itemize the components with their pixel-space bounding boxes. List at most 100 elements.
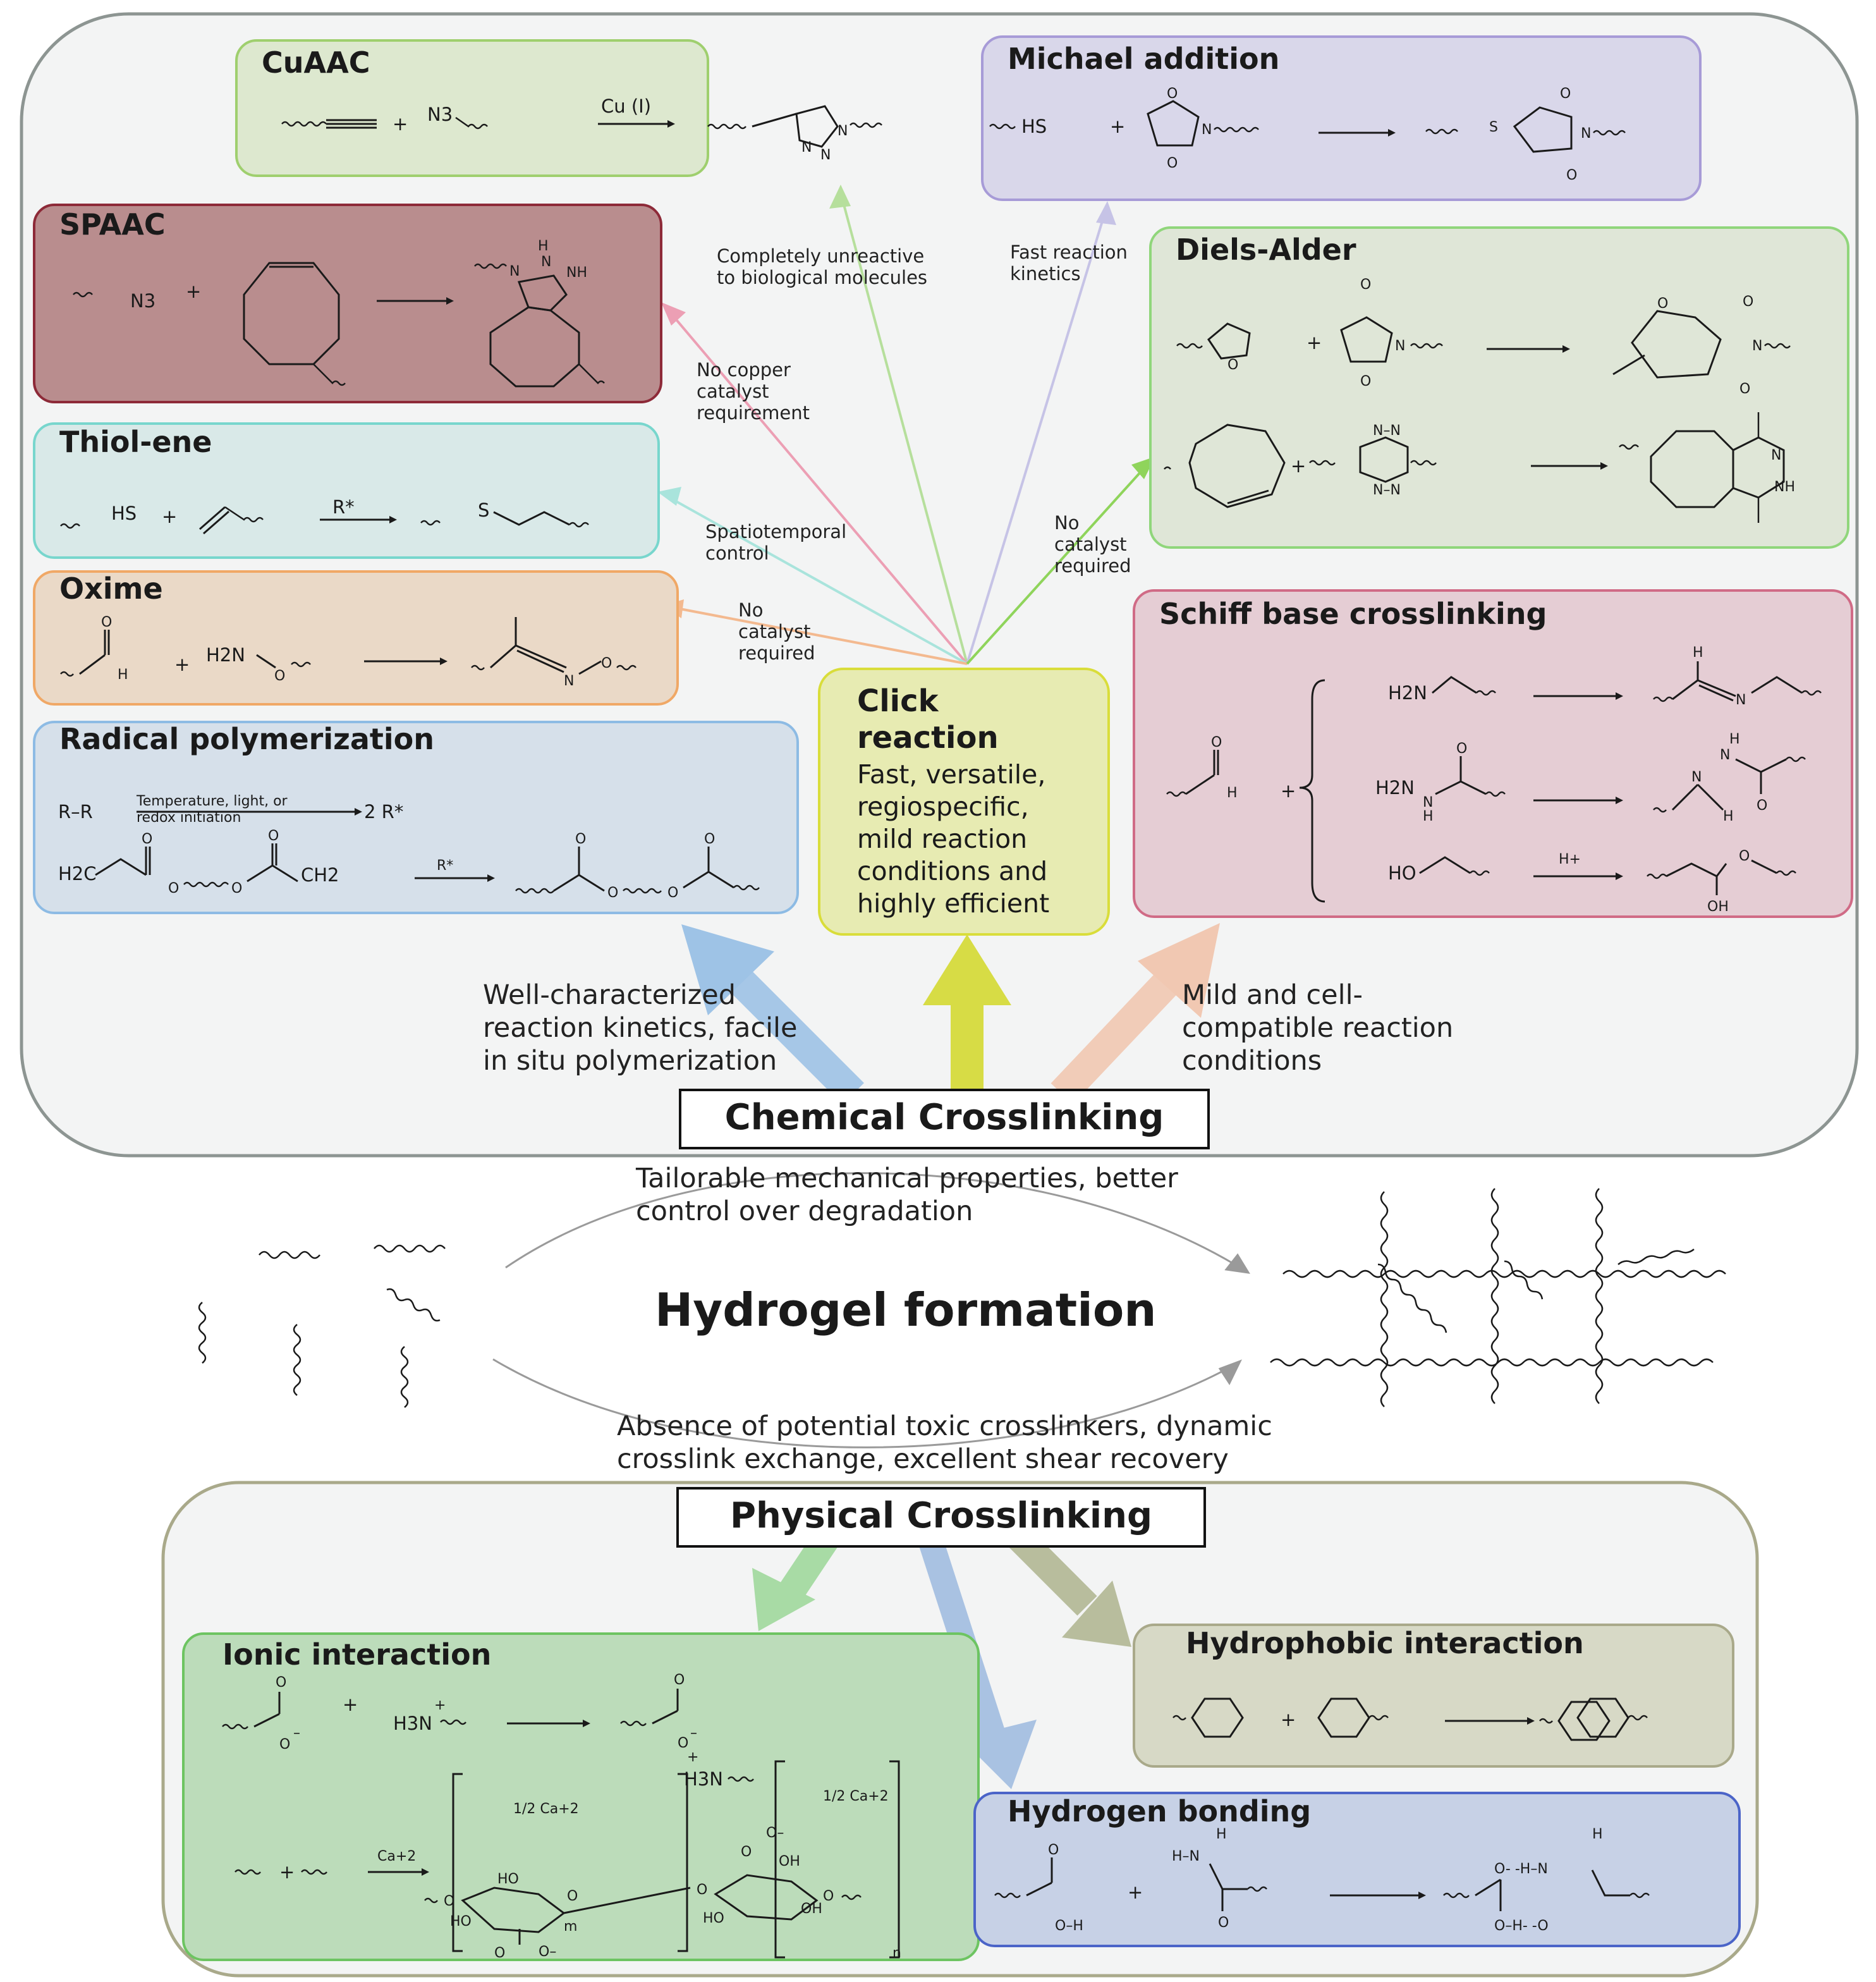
svg-text:+: + [1281,780,1296,802]
michael-s: S [1489,119,1498,135]
hbond-o1: O [1048,1842,1059,1858]
spaac-title: SPAAC [59,207,166,242]
svg-text:O: O [1360,277,1371,293]
ionic-oh-2: OH [801,1901,822,1917]
radical-reagent: R* [437,858,453,874]
svg-text:+: + [687,1749,698,1765]
svg-text:O: O [1560,86,1571,102]
svg-text:O: O [704,831,715,847]
click-arrows [657,185,1155,665]
radical-title: Radical polymerization [59,722,435,756]
hydrogel-formation-title: Hydrogel formation [655,1283,1157,1337]
svg-text:+: + [174,654,190,675]
hbond-h2: H [1592,1826,1603,1842]
click-description: Fast, versatile, regiospecific, mild rea… [857,759,1050,919]
schiff-scheme: O H + H2N H N H2N NH O H NNH O HO [1166,645,1822,915]
label-radical-arrow: Well-characterized reaction kinetics, fa… [483,979,798,1077]
oxime-n: N [564,673,574,689]
spaac-nh: NH [566,265,587,281]
svg-text:O: O [1566,168,1577,183]
schiff-acid: H+ [1559,852,1581,867]
svg-text:O: O [1360,374,1371,389]
svg-text:+: + [393,113,408,135]
label-diels: No catalyst required [1054,512,1131,577]
click-title: Click reaction [857,683,999,755]
radical-conditions-line1: Temperature, light, or [136,793,288,809]
svg-text:N: N [1720,747,1730,763]
radical-panel: Radical polymerization R–R Temperature, … [33,721,799,914]
svg-text:O: O [741,1844,752,1860]
hbond-h1: H [1216,1826,1227,1842]
svg-text:+: + [1306,332,1322,353]
schiff-panel: Schiff base crosslinking O H + H2N H N H… [1133,589,1853,918]
hbond-panel: Hydrogen bonding O O–H + H–N H O O- -H–N… [973,1792,1741,1947]
cuaac-panel: CuAAC + N3 Cu (I) [235,39,709,177]
svg-text:O: O [1739,381,1750,397]
svg-text:O: O [1211,735,1222,750]
svg-text:+: + [1281,1709,1296,1730]
svg-text:O: O [1657,296,1668,312]
diels-title: Diels-Alder [1176,233,1356,267]
svg-text:H: H [1423,809,1434,824]
formation-bottom-text: Absence of potential toxic crosslinkers,… [617,1410,1272,1475]
oxime-o1: O [101,615,112,630]
svg-text:H: H [1723,809,1734,824]
label-cuaac: Completely unreactive to biological mole… [717,245,928,288]
click-reaction-box: Click reaction Fast, versatile, regiospe… [818,668,1110,936]
michael-scheme: HS + OON S OON [989,86,1626,183]
schiff-o: O [1739,848,1750,864]
thiolene-reagent: R* [332,496,355,518]
ionic-scheme: OO– + H3N + OO– + H3N + Ca+2 1/2 Ca+2 1/… [222,1672,901,1959]
svg-text:O–: O– [766,1825,784,1841]
schiff-title: Schiff base crosslinking [1159,597,1547,631]
spaac-h: H [538,238,549,254]
michael-hs: HS [1021,116,1047,137]
hydrophobic-panel: Hydrophobic interaction + [1133,1624,1734,1768]
svg-text:O: O [678,1735,688,1751]
label-schiff-arrow: Mild and cell- compatible reaction condi… [1182,979,1454,1077]
ionic-subscript-m: m [564,1919,577,1935]
svg-text:O: O [1167,86,1178,102]
radical-rr: R–R [58,801,93,823]
svg-text:H: H [1693,645,1703,661]
diels-scheme: O + OON O OON + N–NN–N NNH [1164,277,1795,523]
svg-text:O–: O– [539,1944,556,1959]
svg-text:O: O [494,1945,505,1959]
svg-text:–: – [293,1725,300,1741]
ionic-h3n: H3N [393,1713,432,1734]
formation-arrows [492,1172,1250,1448]
svg-text:+: + [1110,116,1125,137]
schiff-h2n: H2N [1388,682,1427,704]
hbond-scheme: O O–H + H–N H O O- -H–N O–H- -O H [994,1826,1650,1934]
ionic-ho-1: HO [497,1871,519,1887]
svg-text:O: O [1167,156,1178,171]
svg-text:O: O [268,828,279,844]
ionic-half-ca-1: 1/2 Ca+2 [513,1801,579,1817]
spaac-n3: N3 [130,290,155,312]
ionic-half-ca-2: 1/2 Ca+2 [823,1789,889,1804]
svg-text:N–N: N–N [1373,423,1401,439]
svg-text:+: + [434,1698,446,1713]
ionic-h3n-product: H3N [684,1768,723,1790]
spaac-n2: N [541,254,551,270]
ionic-o-link2: O [567,1888,578,1904]
cuaac-title: CuAAC [262,46,370,80]
svg-text:O: O [168,881,179,896]
svg-text:O: O [674,1672,685,1688]
hbond-pair1: O- -H–N [1494,1861,1548,1877]
hbond-oh: O–H [1055,1918,1083,1934]
oxime-title: Oxime [59,572,163,606]
svg-text:O: O [601,656,612,671]
physical-crosslinking-title: Physical Crosslinking [676,1487,1206,1548]
spaac-panel: SPAAC N3 + N H N NH [33,204,662,403]
spaac-scheme: N3 + N H N NH [73,238,605,388]
diels-n1: N [1395,338,1405,354]
cuaac-reagent: Cu (I) [601,95,651,117]
radical-product1: 2 R* [364,801,403,823]
svg-text:O: O [1757,798,1767,814]
thiolene-panel: Thiol-ene HS + R* S [33,422,660,559]
radical-scheme: R–R Temperature, light, or redox initiat… [58,793,760,901]
